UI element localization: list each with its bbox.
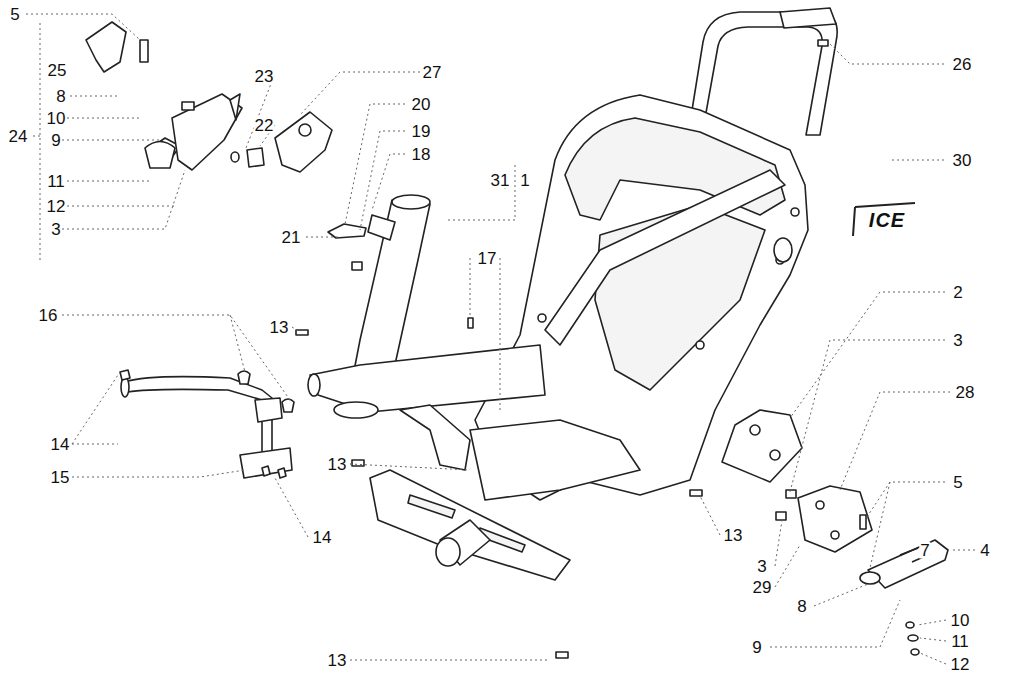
- callout-number: 3: [756, 558, 767, 575]
- callout-number: 3: [50, 221, 61, 238]
- callout-number: 11: [46, 173, 66, 190]
- callout-number: 9: [751, 639, 762, 656]
- callout-number: 9: [50, 132, 61, 149]
- callout-number: 8: [796, 598, 807, 615]
- callout-number: 2: [952, 284, 963, 301]
- callout-number: 10: [950, 612, 971, 629]
- callout-number: 3: [952, 332, 963, 349]
- callout-number: 21: [281, 229, 302, 246]
- callout-number: 25: [47, 62, 68, 79]
- callout-number: 12: [46, 198, 67, 215]
- callout-number: 24: [8, 128, 29, 145]
- callout-number: 27: [422, 64, 443, 81]
- callout-number: 23: [254, 68, 275, 85]
- callout-number: 5: [9, 6, 20, 23]
- callout-number: 13: [723, 527, 744, 544]
- callout-number: 1: [519, 172, 530, 189]
- callout-number: 5: [952, 474, 963, 491]
- callout-number: 13: [327, 652, 348, 669]
- callout-number: 19: [411, 123, 432, 140]
- callout-number: 13: [269, 319, 290, 336]
- callout-number: 20: [411, 96, 432, 113]
- callout-number: 31: [490, 172, 511, 189]
- callout-number: 13: [327, 456, 348, 473]
- callout-number: 30: [952, 152, 973, 169]
- callout-number: 22: [254, 117, 275, 134]
- callout-number: 7: [919, 542, 930, 559]
- callout-number: 26: [952, 56, 973, 73]
- callout-number: 10: [46, 110, 67, 127]
- logo-text: ICE: [868, 210, 906, 230]
- callout-number: 11: [950, 633, 970, 650]
- callout-number: 18: [411, 146, 432, 163]
- callout-number: 4: [979, 542, 990, 559]
- callout-number: 17: [477, 250, 498, 267]
- callout-number: 14: [312, 529, 333, 546]
- callout-number: 29: [752, 579, 773, 596]
- callout-number: 16: [38, 307, 59, 324]
- callout-number: 12: [950, 656, 971, 673]
- callout-number: 8: [55, 88, 66, 105]
- callout-number: 28: [955, 384, 976, 401]
- callout-number: 15: [50, 469, 71, 486]
- callout-number: 14: [50, 436, 71, 453]
